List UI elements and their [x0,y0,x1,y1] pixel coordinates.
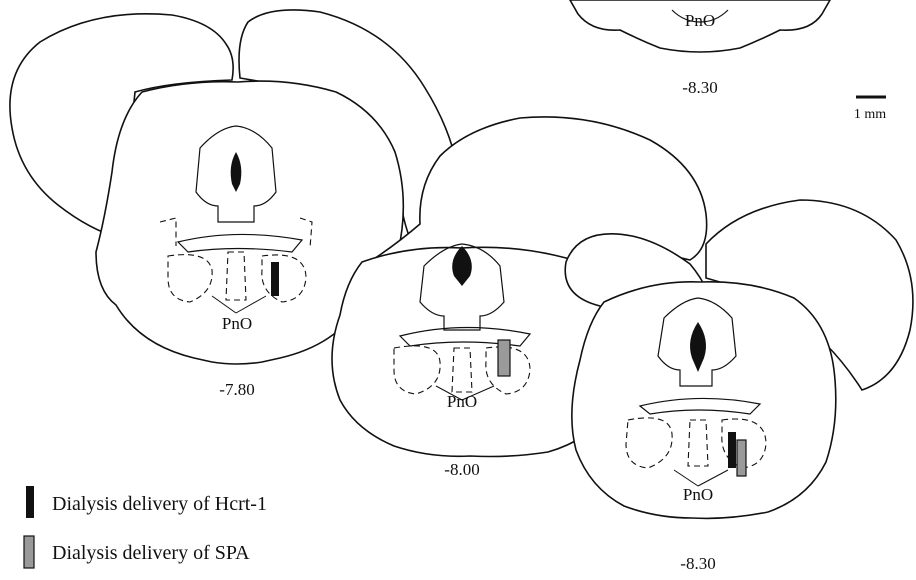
section-level-label: -8.00 [444,460,479,479]
scale-bar: 1 mm [854,97,886,122]
section-level-label: -8.30 [680,554,715,573]
spa-probe-marker [737,440,746,476]
legend-spa-label: Dialysis delivery of SPA [52,542,250,564]
legend-hcrt-swatch [26,486,34,518]
brain-section-top-right: PnO -8.30 [570,0,830,97]
section-level-label: -8.30 [682,78,717,97]
pno-label: PnO [685,11,715,30]
pno-label: PnO [447,392,477,411]
section-level-label: -7.80 [219,380,254,399]
hcrt-probe-marker [271,262,279,296]
hcrt-probe-marker [728,432,736,468]
legend-hcrt-label: Dialysis delivery of Hcrt-1 [52,493,267,515]
scale-bar-label: 1 mm [854,107,886,122]
brain-section-3: PnO -8.30 [565,200,913,573]
legend: Dialysis delivery of Hcrt-1 Dialysis del… [24,486,267,568]
spa-probe-marker [498,340,510,376]
legend-spa-swatch [24,536,34,568]
pno-label: PnO [683,485,713,504]
pno-label: PnO [222,314,252,333]
